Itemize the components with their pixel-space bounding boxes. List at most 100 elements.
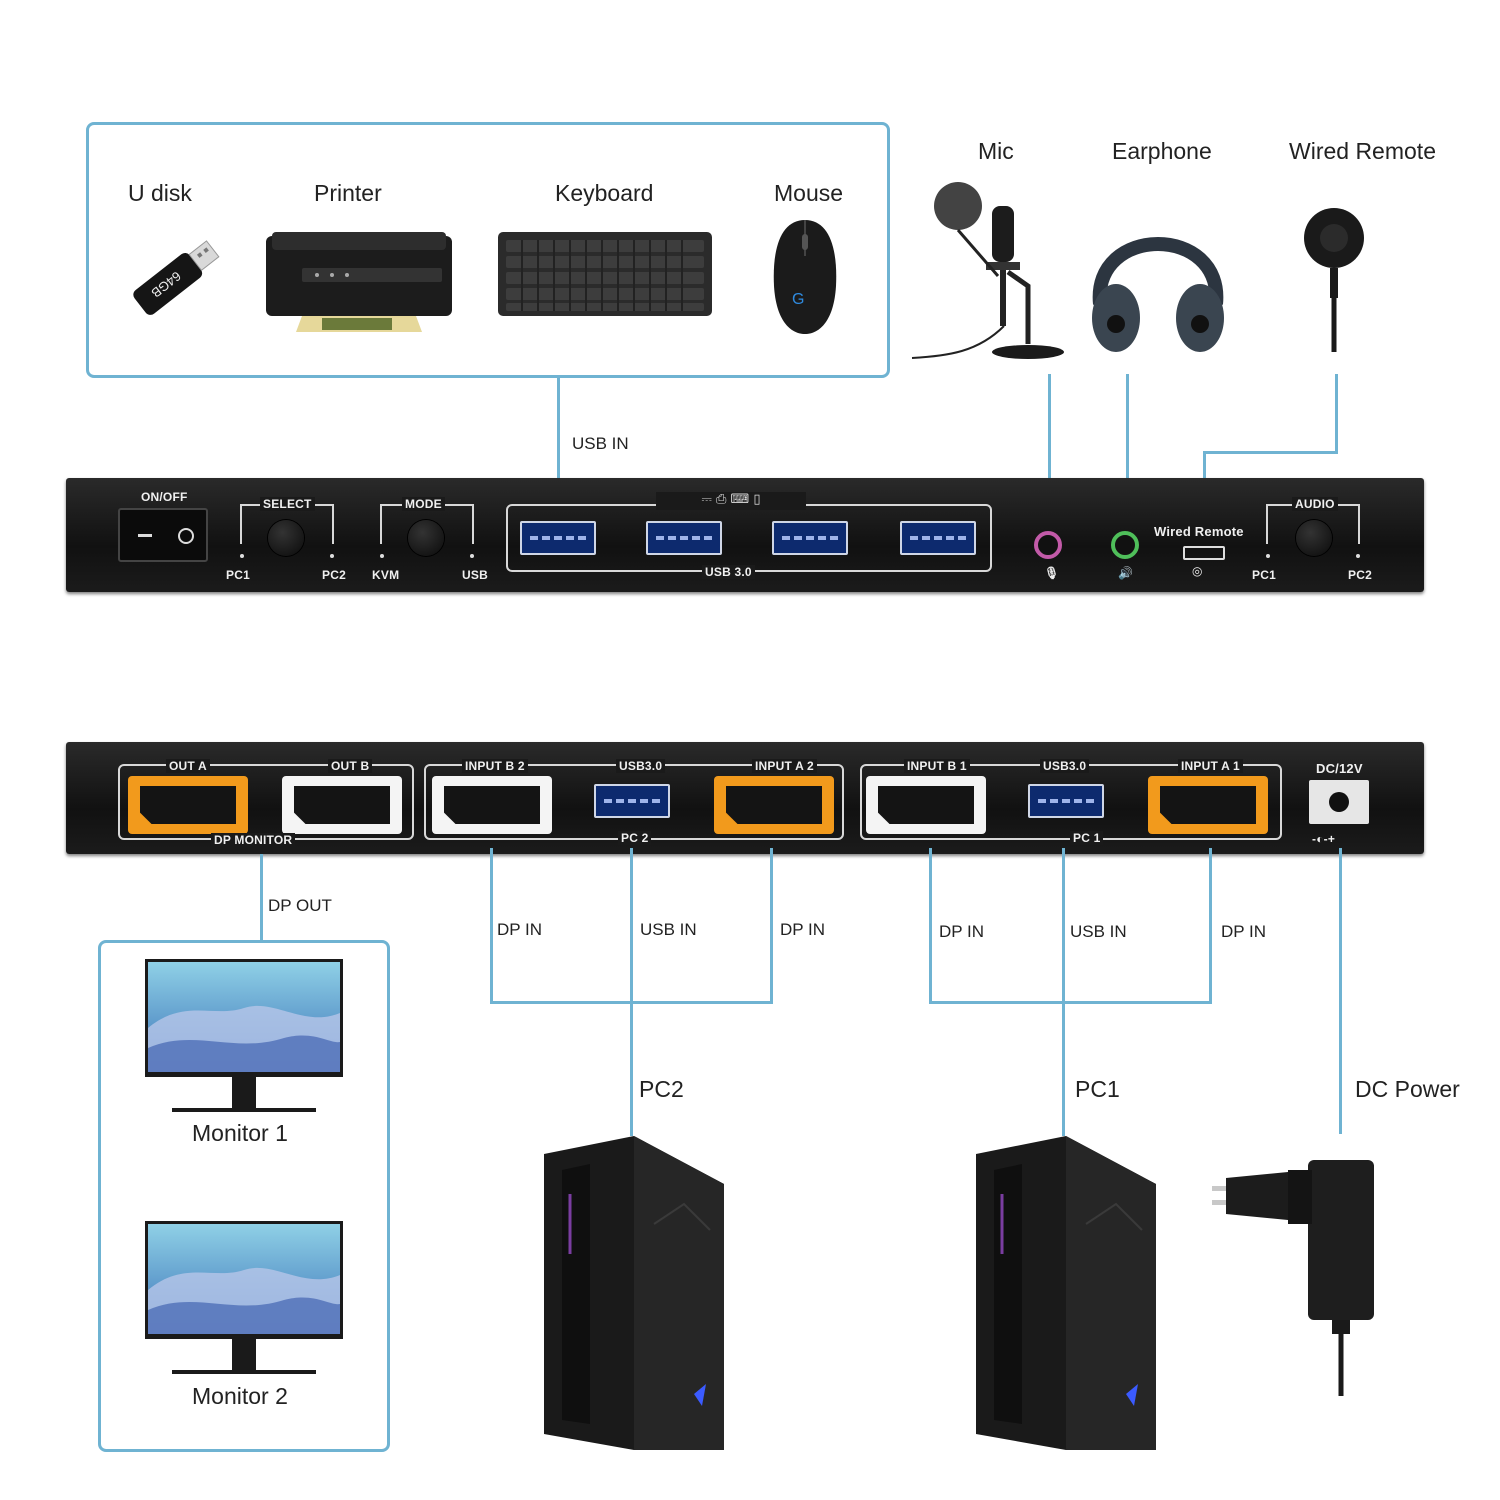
audio-jack[interactable] (1111, 531, 1139, 559)
remote-wire-b (1203, 451, 1338, 454)
mode-kvm-label: KVM (372, 568, 400, 582)
pc2-usb-in-wire (630, 848, 633, 1136)
mic-jack[interactable] (1034, 531, 1062, 559)
select-pc1-label: PC1 (226, 568, 250, 582)
dp-port-input-a1[interactable] (1148, 776, 1268, 834)
usb-port-front-4[interactable] (900, 521, 976, 555)
usb-in-top-label: USB IN (572, 434, 629, 453)
mic-label: Mic (978, 138, 1014, 164)
pc1-dp-in-left-wire (929, 848, 932, 1004)
dp-monitor-label: DP MONITOR (211, 833, 296, 847)
usb-device-icons: ⎓ ⎙ ⌨ ▯ (656, 492, 806, 510)
remote-port-icon: ◎ (1192, 564, 1203, 578)
dp-port-input-b2[interactable] (432, 776, 552, 834)
speaker-icon: 🔊 (1118, 566, 1134, 580)
pc2-dp-in-left-wire (490, 848, 493, 1004)
out-a-label: OUT A (166, 759, 210, 773)
pc1-tower-icon (976, 1136, 1156, 1450)
pc1-dp-in-right-label: DP IN (1221, 922, 1267, 941)
audio-pc2-label: PC2 (1348, 568, 1372, 582)
monitor-2-icon (145, 1221, 343, 1374)
input-b1-label: INPUT B 1 (904, 759, 970, 773)
kvm-front-panel: ON/OFF SELECT PC1 PC2 MODE KVM USB ⎓ ⎙ ⌨… (66, 478, 1424, 592)
usb-port-pc1[interactable] (1028, 784, 1104, 818)
keyboard-label: Keyboard (555, 180, 654, 206)
dc12v-label: DC/12V (1316, 761, 1363, 776)
pc1-label: PC1 (1075, 1076, 1120, 1102)
wired-remote-port-label: Wired Remote (1154, 524, 1244, 539)
dp-port-out-b[interactable] (282, 776, 402, 834)
pc1-dp-in-left-label: DP IN (939, 922, 985, 941)
dp-port-input-a2[interactable] (714, 776, 834, 834)
pc2-usb-in-label: USB IN (640, 920, 697, 939)
usb-port-front-2[interactable] (646, 521, 722, 555)
monitors-box (98, 940, 390, 1452)
remote-port[interactable] (1183, 546, 1225, 560)
usb30-front-label: USB 3.0 (702, 565, 755, 579)
svg-text:G: G (792, 291, 804, 308)
wired-remote-label: Wired Remote (1289, 138, 1436, 164)
kvm-rear-panel: OUT A OUT B DP MONITOR INPUT B 2 USB3.0 … (66, 742, 1424, 854)
audio-label: AUDIO (1292, 497, 1338, 511)
mic-jack-icon: 🎙 (1044, 566, 1060, 580)
on-off-label: ON/OFF (141, 490, 188, 504)
keyboard-icon (498, 232, 712, 316)
dp-port-input-b1[interactable] (866, 776, 986, 834)
usb-port-pc2[interactable] (594, 784, 670, 818)
usb-port-front-3[interactable] (772, 521, 848, 555)
earphone-wire (1126, 374, 1129, 540)
pc2-panel-label: PC 2 (618, 831, 652, 845)
select-label: SELECT (260, 497, 315, 511)
pc1-panel-label: PC 1 (1070, 831, 1104, 845)
pc1-usb-in-label: USB IN (1070, 922, 1127, 941)
mode-label: MODE (402, 497, 445, 511)
dp-port-out-a[interactable] (128, 776, 248, 834)
pc2-dp-in-right-wire (770, 848, 773, 1004)
microphone-icon (911, 182, 1064, 359)
mouse-icon: G (773, 220, 837, 334)
audio-button[interactable] (1296, 520, 1332, 556)
polarity-icon: -◐-+ (1312, 832, 1336, 846)
earphone-label: Earphone (1112, 138, 1212, 164)
input-a2-label: INPUT A 2 (752, 759, 817, 773)
monitor-2-label: Monitor 2 (192, 1383, 288, 1409)
pc1-bottom-wire (929, 1001, 1212, 1004)
input-b2-label: INPUT B 2 (462, 759, 528, 773)
usb-drive-icon: 64GB (133, 240, 220, 315)
power-adapter-icon (1212, 1160, 1374, 1396)
pc2-label: PC2 (639, 1076, 684, 1102)
usb-in-top-wire (557, 376, 560, 536)
pc1-usb-in-wire (1062, 848, 1065, 1136)
usb30-pc1-label: USB3.0 (1040, 759, 1090, 773)
input-a1-label: INPUT A 1 (1178, 759, 1243, 773)
pc1-dp-in-right-wire (1209, 848, 1212, 1004)
out-b-label: OUT B (328, 759, 373, 773)
pc2-dp-in-left-label: DP IN (497, 920, 543, 939)
mode-usb-label: USB (462, 568, 488, 582)
printer-icon (266, 232, 452, 332)
mic-wire (1048, 374, 1051, 540)
wired-remote-icon (1304, 208, 1364, 352)
remote-wire-a (1335, 374, 1338, 454)
dp-out-label: DP OUT (268, 896, 332, 915)
usb-peripherals-box (86, 122, 890, 378)
usb-port-front-1[interactable] (520, 521, 596, 555)
usb30-pc2-label: USB3.0 (616, 759, 666, 773)
power-switch[interactable] (118, 508, 208, 562)
dc-power-wire (1339, 848, 1342, 1134)
select-pc2-label: PC2 (322, 568, 346, 582)
audio-pc1-label: PC1 (1252, 568, 1276, 582)
pc2-bottom-wire (490, 1001, 773, 1004)
headphones-icon (1092, 237, 1224, 352)
printer-label: Printer (314, 180, 382, 206)
mode-button[interactable] (408, 520, 444, 556)
mouse-label: Mouse (774, 180, 844, 206)
dp-out-wire (260, 854, 263, 942)
monitor-1-icon (145, 959, 343, 1112)
dc-power-label: DC Power (1355, 1076, 1460, 1102)
select-button[interactable] (268, 520, 304, 556)
dc-power-jack[interactable] (1309, 780, 1369, 824)
pc2-dp-in-right-label: DP IN (780, 920, 826, 939)
pc2-tower-icon (544, 1136, 724, 1450)
udisk-label: U disk (128, 180, 192, 206)
